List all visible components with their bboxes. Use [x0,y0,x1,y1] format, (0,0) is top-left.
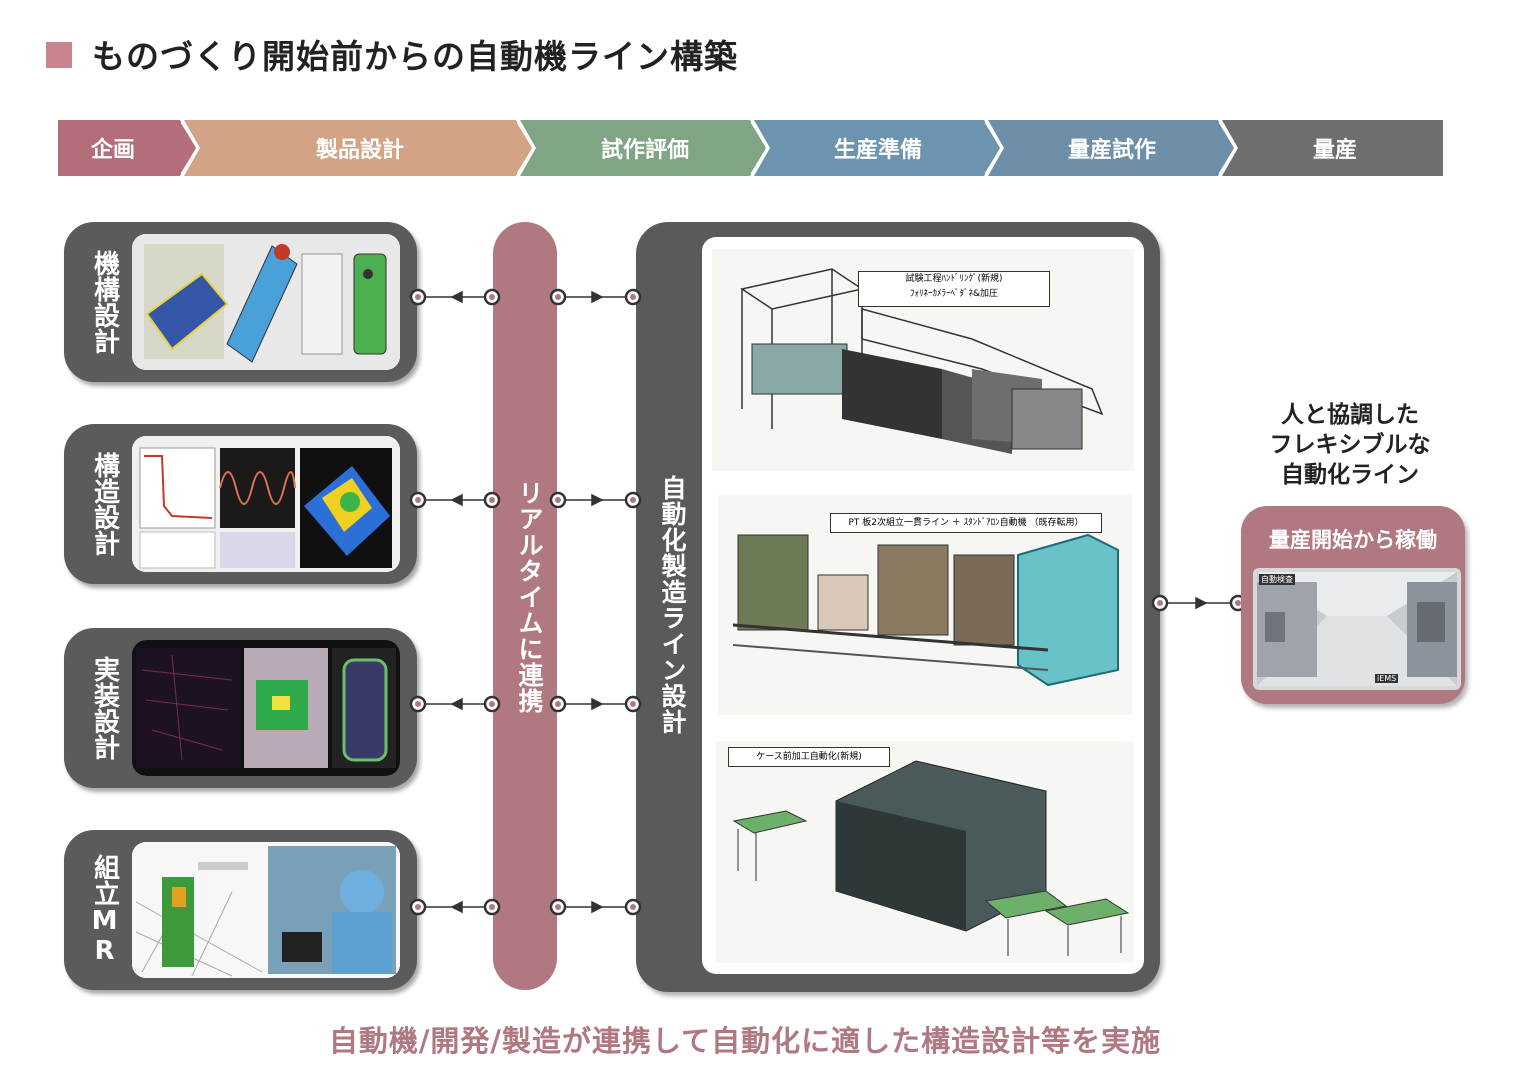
realtime-link-label: リアルタイムに連携 [515,480,544,714]
caption-line-1: 人と協調した [1281,402,1419,428]
design-box-mechanism: 機構設計 [64,222,417,382]
connector-row-2 [418,493,632,507]
page-title: ものづくり開始前からの自動機ライン構築 [92,37,738,76]
stage-arrow-1 [58,120,196,176]
stage-arrow-3 [520,120,766,176]
assembly-mr-image [132,842,400,978]
caption-line-3: 自動化ライン [1281,462,1419,488]
stage-arrow-6 [1222,120,1443,176]
design-box-structure: 構造設計 [64,424,417,584]
caption-line-2: フレキシブルな [1269,432,1431,458]
line-image-inspection: 試験工程ﾊﾝﾄﾞﾘﾝｸﾞ(新規) ﾌｫﾘﾈｰｶﾒﾗｰﾍﾞﾀﾞﾈ&加圧 [712,249,1134,471]
design-box-label: 構造設計 [89,452,120,556]
design-box-mounting: 実装設計 [64,628,417,788]
stage-mass-trial: 量産試作 [1067,137,1156,163]
design-box-assembly-mr: 組立MR [64,830,417,990]
realtime-link-bar [493,222,557,990]
line-image-pt-assembly: PT 板2次組立一貫ライン ＋ ｽﾀﾝﾄﾞｱﾛﾝ自動機 （既存転用） [718,495,1132,715]
stage-planning: 企画 [90,137,135,163]
title-marker [46,42,72,68]
bottom-message: 自動機/開発/製造が連携して自動化に適した構造設計等を実施 [328,1024,1162,1058]
stage-arrow-4 [754,120,1000,176]
design-box-label: 組立MR [89,854,120,966]
structure-design-image [132,436,400,572]
stage-prototype-eval: 試作評価 [600,137,689,163]
connector-row-1 [418,290,632,304]
connector-output [1160,596,1238,610]
factory-photo-label-bottom: iEMS [1375,674,1399,683]
stage-arrow-5 [988,120,1234,176]
line-image-caption: PT 板2次組立一貫ライン ＋ ｽﾀﾝﾄﾞｱﾛﾝ自動機 （既存転用） [830,513,1102,533]
design-box-label: 実装設計 [89,656,120,760]
connector-row-4 [418,900,632,914]
stage-product-design: 製品設計 [315,137,404,163]
connector-row-3 [418,697,632,711]
process-flow-bar [58,120,1443,176]
line-image-caption: ケース前加工自動化(新規) [728,747,890,767]
flexible-line-caption: 人と協調した フレキシブルな 自動化ライン [1250,400,1450,490]
caption-line-2: ﾌｫﾘﾈｰｶﾒﾗｰﾍﾞﾀﾞﾈ&加圧 [909,289,999,299]
stage-mass-production: 量産 [1312,137,1357,163]
line-design-label: 自動化製造ライン設計 [658,475,687,735]
mass-production-box: 量産開始から稼働 自動検査 iEMS [1241,506,1465,704]
factory-photo-label: 自動検査 [1259,574,1295,585]
stage-production-prep: 生産準備 [833,137,922,163]
line-images-panel: 試験工程ﾊﾝﾄﾞﾘﾝｸﾞ(新規) ﾌｫﾘﾈｰｶﾒﾗｰﾍﾞﾀﾞﾈ&加圧 PT 板2… [702,237,1144,974]
caption-line-1: 試験工程ﾊﾝﾄﾞﾘﾝｸﾞ(新規) [905,274,1003,284]
mechanism-design-image [132,234,400,370]
mounting-design-image [132,640,400,776]
stage-arrow-2 [184,120,532,176]
line-image-caption: 試験工程ﾊﾝﾄﾞﾘﾝｸﾞ(新規) ﾌｫﾘﾈｰｶﾒﾗｰﾍﾞﾀﾞﾈ&加圧 [858,271,1050,307]
design-box-label: 機構設計 [89,250,120,354]
mass-production-title: 量産開始から稼働 [1269,528,1437,552]
factory-photo: 自動検査 iEMS [1253,568,1461,690]
line-image-case-processing: ケース前加工自動化(新規) [716,741,1134,963]
